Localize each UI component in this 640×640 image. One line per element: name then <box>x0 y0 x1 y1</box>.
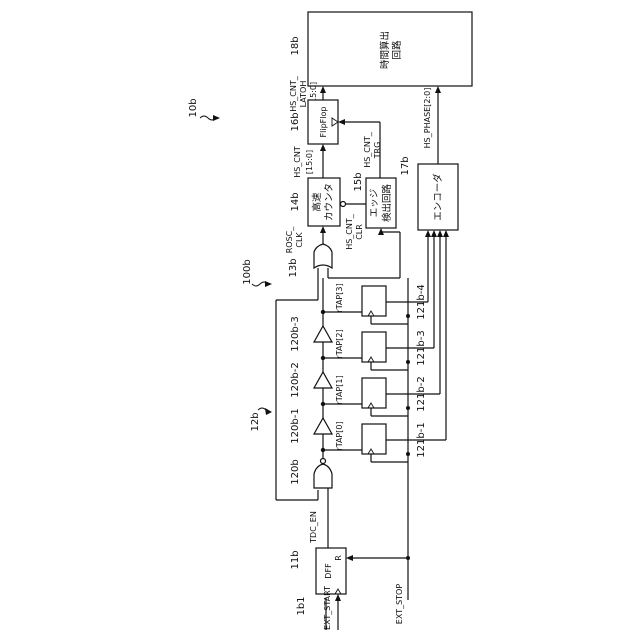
buffer-120b-3: 120b-3 <box>290 316 332 351</box>
svg-text:カウンタ: カウンタ <box>324 183 335 221</box>
ref-1b1: 1b1 <box>296 596 307 615</box>
svg-text:HS_CNT_: HS_CNT_ <box>345 213 354 250</box>
buffer-120b-2: 120b-2 <box>290 362 332 397</box>
ref-12b: 12b <box>250 408 272 432</box>
svg-text:TRG: TRG <box>373 142 382 160</box>
ref-100b: 100b <box>242 259 272 287</box>
rosc-clk-label: ROSC_ CLK <box>285 226 304 254</box>
or-gate-13b: 13b <box>288 244 332 278</box>
svg-text:CLK: CLK <box>295 232 304 248</box>
svg-text:エンコーダ: エンコーダ <box>432 173 444 221</box>
svg-text:11b: 11b <box>290 550 301 569</box>
ext-start-label: EXT_START <box>323 586 332 630</box>
svg-text:DFF: DFF <box>324 563 333 579</box>
svg-text:12b: 12b <box>250 412 261 431</box>
svg-text:120b-1: 120b-1 <box>290 408 301 443</box>
svg-text:FlipFlop: FlipFlop <box>319 107 328 138</box>
svg-text:エッジ: エッジ <box>369 189 380 218</box>
dff-block-11b: DFF R 11b <box>290 548 346 594</box>
svg-text:10b: 10b <box>188 98 199 117</box>
ref-10b: 10b <box>188 98 220 121</box>
hs-cnt-trg-label: HS_CNT_ TRG <box>363 131 382 168</box>
svg-text:120b-3: 120b-3 <box>290 316 301 351</box>
svg-text:HS_CNT: HS_CNT <box>293 146 302 178</box>
tdc-en-label: TDC_EN <box>309 511 318 544</box>
time-calc-block: 時間算出 回路 18b <box>290 12 472 86</box>
svg-text:検出回路: 検出回路 <box>381 184 393 223</box>
tap-label-3: rTAP[3] <box>335 283 344 312</box>
tap-label-2: rTAP[2] <box>335 329 344 358</box>
svg-text:100b: 100b <box>242 259 253 284</box>
svg-text:R: R <box>334 555 343 561</box>
svg-text:LATOH: LATOH <box>299 81 308 108</box>
svg-text:120b-2: 120b-2 <box>290 362 301 397</box>
buffer-120b-1: 120b-1 <box>290 408 332 443</box>
svg-text:14b: 14b <box>290 192 301 211</box>
svg-text:ROSC_: ROSC_ <box>285 226 294 254</box>
tap-label-0: rTAP[0] <box>335 421 344 450</box>
nand-gate-120b: 120b <box>290 459 332 489</box>
svg-text:CLR: CLR <box>355 224 364 240</box>
encoder-block: エンコーダ 17b <box>400 156 458 230</box>
ext-stop-label: EXT_STOP <box>395 584 404 625</box>
tap-label-1: rTAP[1] <box>335 375 344 404</box>
svg-text:15b: 15b <box>353 172 364 191</box>
time-calc-label-2: 回路 <box>391 40 403 60</box>
svg-text:[15:0]: [15:0] <box>305 150 314 174</box>
svg-text:HS_CNT_: HS_CNT_ <box>363 131 372 168</box>
hs-phase-label: HS_PHASE[2:0] <box>423 88 432 149</box>
time-calc-ref: 18b <box>290 36 301 55</box>
svg-text:16b: 16b <box>290 112 301 131</box>
hs-counter-block: 高速 カウンタ 14b <box>290 178 346 226</box>
svg-text:13b: 13b <box>288 258 299 277</box>
svg-text:17b: 17b <box>400 156 411 175</box>
svg-text:120b: 120b <box>290 459 301 484</box>
hs-cnt-label: HS_CNT [15:0] <box>293 146 314 178</box>
svg-text:HS_CNT_: HS_CNT_ <box>289 75 298 112</box>
hs-cnt-clr-label: HS_CNT_ CLR <box>345 213 364 250</box>
time-calc-label-1: 時間算出 <box>379 31 391 69</box>
edge-detect-block: エッジ 検出回路 15b <box>353 172 396 228</box>
svg-text:高速: 高速 <box>311 192 323 212</box>
